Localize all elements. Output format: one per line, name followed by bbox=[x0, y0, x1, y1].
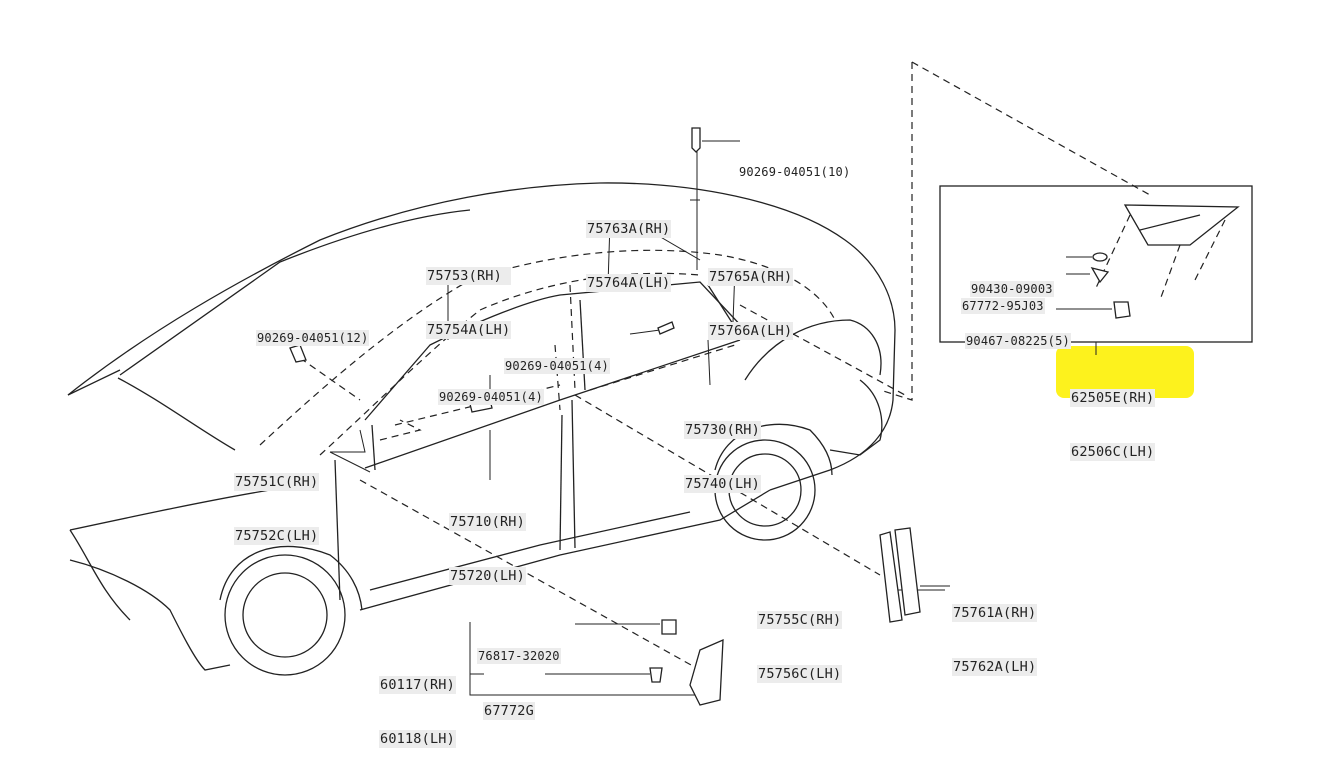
label-inset-90430: 90430-09003 bbox=[970, 281, 1054, 297]
label-pillar-garnish-rear: 75755C(RH) 75756C(LH) bbox=[757, 611, 843, 683]
label-bolt-12: 90269-04051(12) bbox=[256, 330, 370, 346]
label-rear-belt-molding: 75730(RH) 75740(LH) bbox=[684, 421, 761, 493]
label-mudguard: 60117(RH) 60118(LH) bbox=[379, 676, 456, 748]
label-rear-upper-molding: 75765A(RH) 75766A(LH) bbox=[708, 268, 794, 340]
label-bolt-top: 90269-04051(10) bbox=[739, 165, 851, 179]
label-quarter-garnish: 62505E(RH) 62506C(LH) bbox=[1070, 389, 1156, 461]
label-roof-molding: 75763A(RH) 75764A(LH) bbox=[586, 220, 672, 292]
label-bolt-4a: 90269-04051(4) bbox=[504, 358, 610, 374]
label-bolt-4b: 90269-04051(4) bbox=[438, 389, 544, 405]
parts-diagram: 90269-04051(10) 75763A(RH) 75764A(LH) 75… bbox=[67, 61, 1253, 748]
label-clip-76817: 76817-32020 bbox=[477, 648, 561, 664]
label-inset-67772: 67772-95J03 bbox=[961, 298, 1045, 314]
label-front-belt-molding: 75710(RH) 75720(LH) bbox=[449, 513, 526, 585]
label-clip-67772g: 67772G bbox=[483, 702, 535, 720]
label-pillar-front: 75751C(RH) 75752C(LH) bbox=[234, 473, 320, 545]
label-inset-90467: 90467-08225(5) bbox=[965, 333, 1071, 349]
car-line-drawing bbox=[67, 61, 1253, 706]
label-pillar-garnish-outer: 75761A(RH) 75762A(LH) bbox=[952, 604, 1038, 676]
label-front-upper-molding: 75753(RH) 75754A(LH) bbox=[426, 267, 512, 339]
